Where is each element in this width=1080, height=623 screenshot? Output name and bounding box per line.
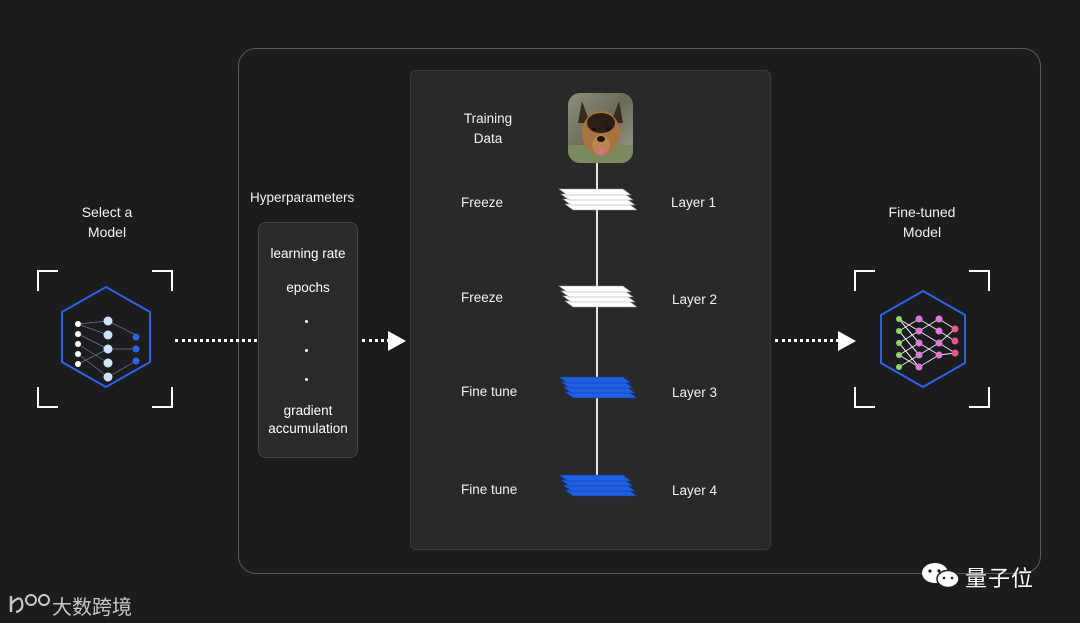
finetuned-model-label: Fine-tuned Model bbox=[862, 202, 982, 242]
arrow-training-to-finetuned bbox=[775, 339, 839, 342]
watermark-left-text: 大数跨境 bbox=[52, 597, 132, 619]
layer2-frozen-stack-icon bbox=[558, 285, 637, 308]
arrow-hyperparameters-to-training bbox=[362, 339, 390, 342]
select-model-line1: Select a bbox=[81, 204, 133, 220]
layer3-action: Fine tune bbox=[461, 384, 518, 399]
layer2-action: Freeze bbox=[461, 290, 504, 305]
layer4-finetune-stack-icon bbox=[558, 474, 637, 497]
hyperparameters-box bbox=[258, 222, 358, 458]
gradient-accumulation-line1: gradient bbox=[283, 403, 333, 418]
layer3-name: Layer 3 bbox=[672, 385, 718, 400]
ellipsis-dot bbox=[305, 349, 308, 352]
gradient-accumulation-line2: accumulation bbox=[268, 421, 348, 436]
select-model-label: Select a Model bbox=[57, 202, 157, 242]
hyperparameter-learning-rate: learning rate bbox=[270, 246, 346, 261]
base-model-icon bbox=[37, 270, 173, 408]
training-data-line2: Data bbox=[473, 131, 503, 146]
watermark-left-logo-icon bbox=[9, 594, 50, 614]
arrow-model-to-hyperparameters bbox=[175, 339, 257, 342]
layer1-action: Freeze bbox=[461, 195, 504, 210]
layer2-name: Layer 2 bbox=[672, 292, 718, 307]
training-data-dog-image bbox=[568, 93, 633, 163]
layer1-frozen-stack-icon bbox=[558, 188, 637, 211]
training-data-label: Training Data bbox=[448, 109, 528, 149]
layer3-finetune-stack-icon bbox=[558, 376, 637, 399]
watermark-right-text: 量子位 bbox=[965, 566, 1035, 591]
hyperparameter-epochs: epochs bbox=[286, 280, 330, 295]
hyperparameter-gradient-accumulation: gradient accumulation bbox=[258, 402, 358, 438]
finetuned-model-line2: Model bbox=[902, 224, 942, 240]
ellipsis-dot bbox=[305, 320, 308, 323]
layer4-action: Fine tune bbox=[461, 482, 518, 497]
finetuned-model-icon bbox=[854, 270, 990, 408]
select-model-line2: Model bbox=[87, 224, 127, 240]
finetuned-model-line1: Fine-tuned bbox=[888, 204, 956, 220]
arrow-head-icon bbox=[838, 331, 856, 351]
layer4-name: Layer 4 bbox=[672, 483, 718, 498]
layer1-name: Layer 1 bbox=[671, 195, 717, 210]
arrow-head-icon bbox=[388, 331, 406, 351]
training-data-line1: Training bbox=[463, 111, 513, 126]
layer-connector-line bbox=[596, 163, 598, 477]
pipeline-frame bbox=[238, 48, 1041, 574]
ellipsis-dot bbox=[305, 378, 308, 381]
hyperparameters-title: Hyperparameters bbox=[250, 190, 355, 205]
wechat-icon bbox=[922, 563, 960, 589]
